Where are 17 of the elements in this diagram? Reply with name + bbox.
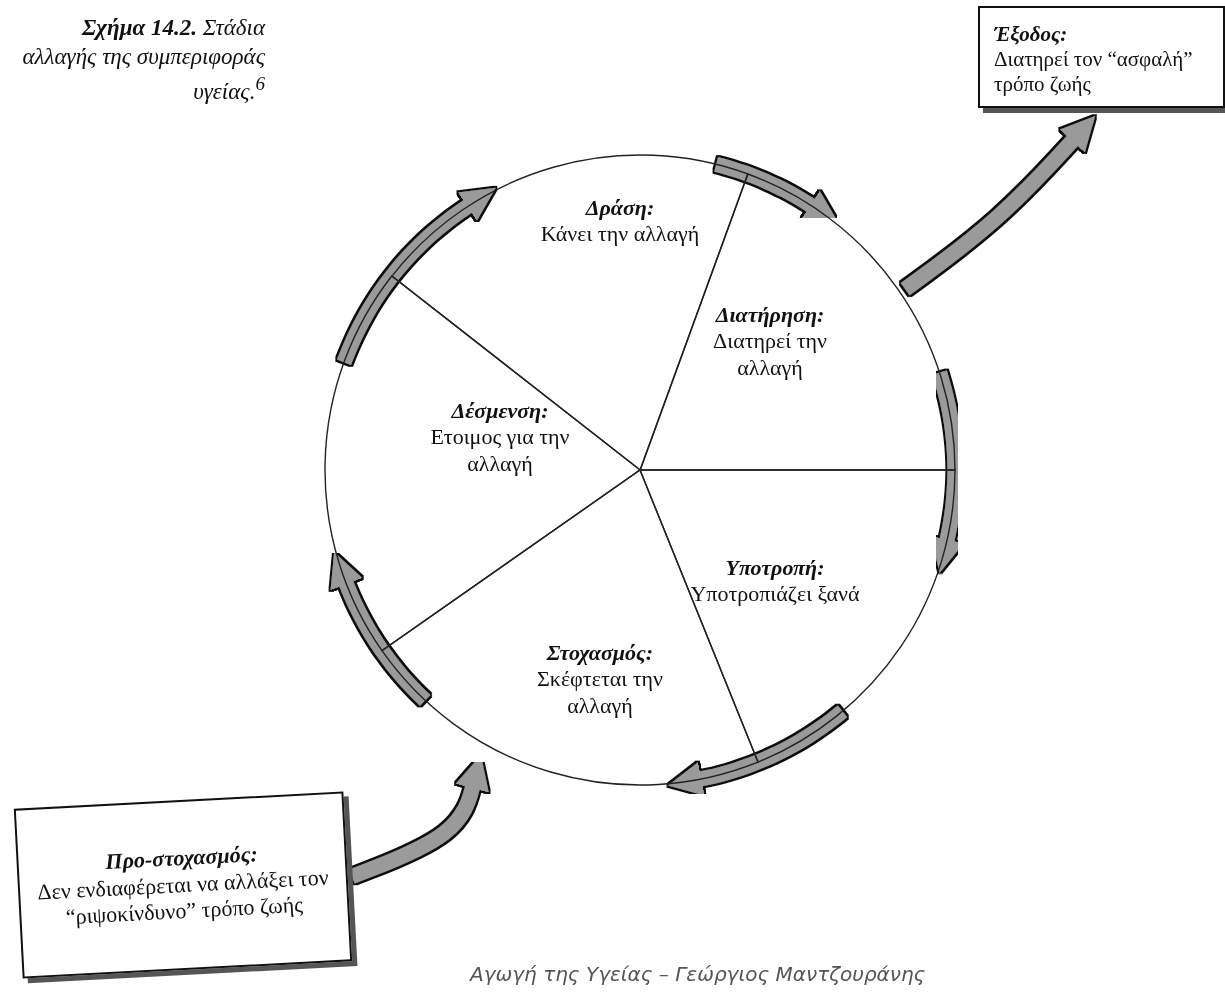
stage-description: Υποτροπιάζει ξανά bbox=[690, 581, 860, 608]
stage-description: Διατηρεί τον “ασφαλή” τρόπο ζωής bbox=[994, 47, 1194, 98]
stage-heading: Διατήρηση: bbox=[714, 302, 826, 329]
stage-description: Ετοιμος για την αλλαγή bbox=[429, 424, 571, 478]
stage-description: Σκέφτεται την αλλαγή bbox=[536, 666, 664, 720]
footer-text: Αγωγή της Υγείας – Γεώργιος Μαντζουράνης bbox=[470, 962, 926, 986]
stage-heading: Δράση: bbox=[584, 195, 656, 222]
stage-heading: Δέσμενση: bbox=[450, 398, 550, 425]
stage-heading: Έξοδος: bbox=[994, 22, 1068, 48]
stage-description: Κάνει την αλλαγή bbox=[539, 221, 701, 248]
block-arrow bbox=[337, 187, 496, 368]
stage-heading: Στοχασμός: bbox=[545, 640, 655, 667]
stage-heading: Υποτροπή: bbox=[724, 555, 826, 582]
figure-title: Σχήμα 14.2. Στάδια αλλαγής της συμπεριφοράς υγείας.$^{6}$ bbox=[21, 14, 265, 106]
stage-description: Διατηρεί την αλλαγή bbox=[712, 328, 828, 382]
block-arrow bbox=[668, 705, 849, 796]
block-arrow bbox=[330, 552, 432, 707]
